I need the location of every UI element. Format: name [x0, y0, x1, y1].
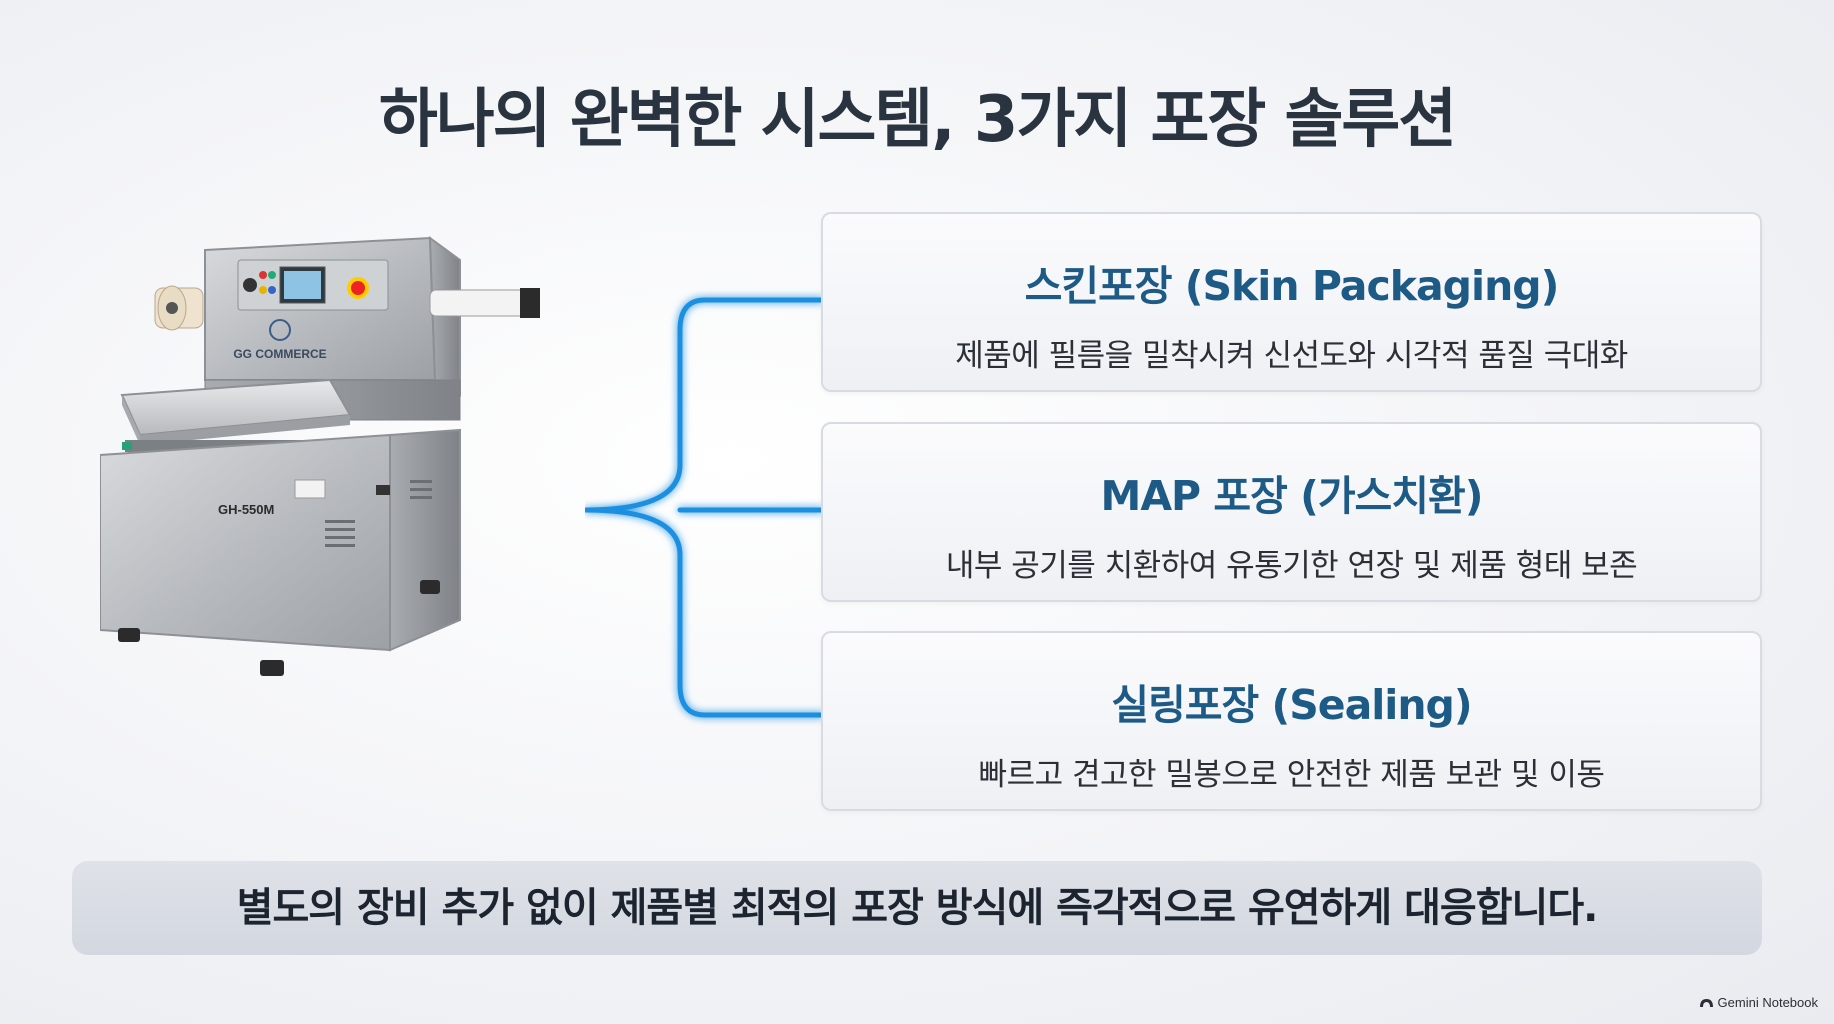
solution-card-sealing: 실링포장 (Sealing) 빠르고 견고한 밀봉으로 안전한 제품 보관 및 …	[821, 631, 1762, 811]
watermark: Gemini Notebook	[1699, 995, 1818, 1010]
solution-description: 빠르고 견고한 밀봉으로 안전한 제품 보관 및 이동	[978, 757, 1605, 793]
brace-connector	[585, 297, 824, 718]
packaging-machine-image: GG COMMERCE GH-550M	[100, 235, 540, 676]
machine-brand-label: GG COMMERCE	[233, 347, 326, 361]
page-title: 하나의 완벽한 시스템, 3가지 포장 솔루션	[378, 83, 1457, 157]
machine-model-label: GH-550M	[218, 502, 274, 517]
solution-title: 실링포장 (Sealing)	[1111, 681, 1472, 729]
solution-card-map: MAP 포장 (가스치환) 내부 공기를 치환하여 유통기한 연장 및 제품 형…	[821, 422, 1762, 602]
watermark-text: Gemini Notebook	[1717, 995, 1818, 1010]
solution-title: MAP 포장 (가스치환)	[1100, 472, 1484, 520]
notebook-logo-icon	[1699, 999, 1713, 1007]
solution-card-skin: 스킨포장 (Skin Packaging) 제품에 필름을 밀착시켜 신선도와 …	[821, 212, 1762, 392]
solution-title: 스킨포장 (Skin Packaging)	[1024, 262, 1560, 310]
summary-banner: 별도의 장비 추가 없이 제품별 최적의 포장 방식에 즉각적으로 유연하게 대…	[72, 861, 1762, 955]
solution-description: 제품에 필름을 밀착시켜 신선도와 시각적 품질 극대화	[955, 338, 1628, 374]
solution-description: 내부 공기를 치환하여 유통기한 연장 및 제품 형태 보존	[945, 548, 1638, 584]
